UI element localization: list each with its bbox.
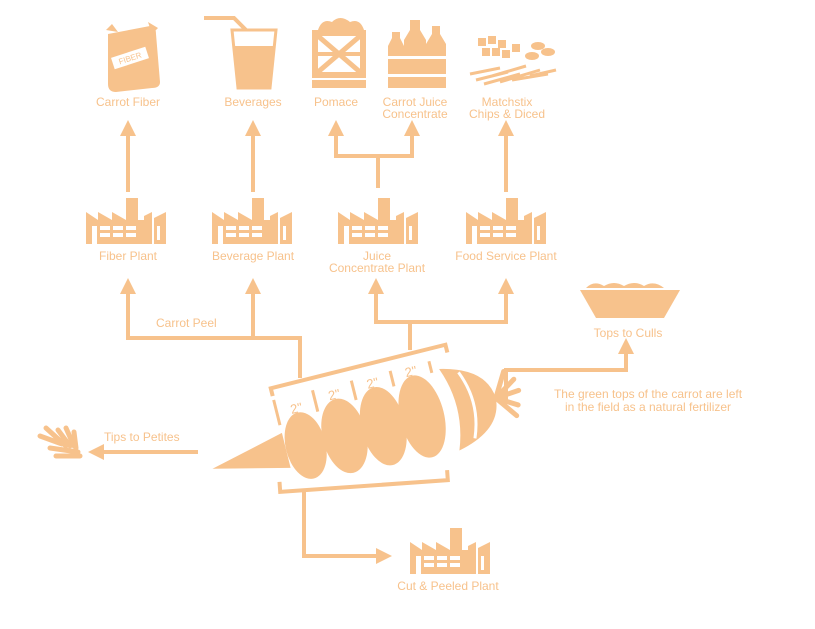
product-label-pomace: Pomace [313, 95, 359, 109]
matchstix-chips-icon [469, 36, 557, 86]
plant-label-juice-line2: Concentrate Plant [328, 261, 426, 275]
carrot-peel-arrows [120, 278, 302, 378]
cut-peeled-factory-icon [410, 528, 490, 574]
segment-label-3: 2" [365, 374, 380, 392]
product-label-beverages: Beverages [224, 95, 282, 109]
segment-bracket: 2" 2" 2" 2" [268, 342, 450, 426]
beverage-plant-factory-icon [212, 198, 292, 244]
product-label-juice-line1: Carrot Juice [382, 95, 448, 109]
segment-label-1: 2" [289, 399, 304, 417]
cut-peeled-arrow [277, 470, 450, 564]
plant-label-food-service: Food Service Plant [455, 249, 557, 263]
plant-label-cut-peeled: Cut & Peeled Plant [397, 579, 499, 593]
plant-label-fiber: Fiber Plant [98, 249, 158, 263]
arrow-juice-plant-to-products [328, 120, 420, 188]
flow-label-tips-to-petites: Tips to Petites [104, 430, 180, 444]
food-service-factory-icon [466, 198, 546, 244]
culls-bin-icon [580, 283, 680, 318]
fiber-plant-factory-icon [86, 198, 166, 244]
segment-to-juice-and-food-arrows [368, 278, 514, 350]
carrot-icon [212, 368, 522, 479]
juice-bottles-icon [388, 20, 446, 88]
fiber-bag-icon: FIBER [106, 22, 160, 92]
segment-label-4: 2" [403, 363, 418, 381]
pomace-crate-icon [312, 18, 366, 88]
plant-label-beverage: Beverage Plant [211, 249, 295, 263]
tops-note-line2: in the field as a natural fertilizer [564, 400, 732, 414]
product-label-carrot-fiber: Carrot Fiber [95, 95, 160, 109]
flow-label-tops-to-culls: Tops to Culls [593, 326, 663, 340]
product-label-matchstix-line1: Matchstix [481, 95, 533, 109]
tops-note-line1: The green tops of the carrot are left [553, 387, 743, 401]
plant-label-juice-line1: Juice [362, 249, 391, 263]
petite-tips-icon [37, 425, 83, 459]
flow-label-carrot-peel: Carrot Peel [156, 316, 217, 330]
juice-plant-factory-icon [338, 198, 418, 244]
segment-label-2: 2" [327, 386, 342, 404]
product-label-juice-line2: Concentrate [382, 107, 448, 121]
beverage-glass-icon [204, 16, 278, 90]
product-label-matchstix-line2: Chips & Diced [468, 107, 546, 121]
